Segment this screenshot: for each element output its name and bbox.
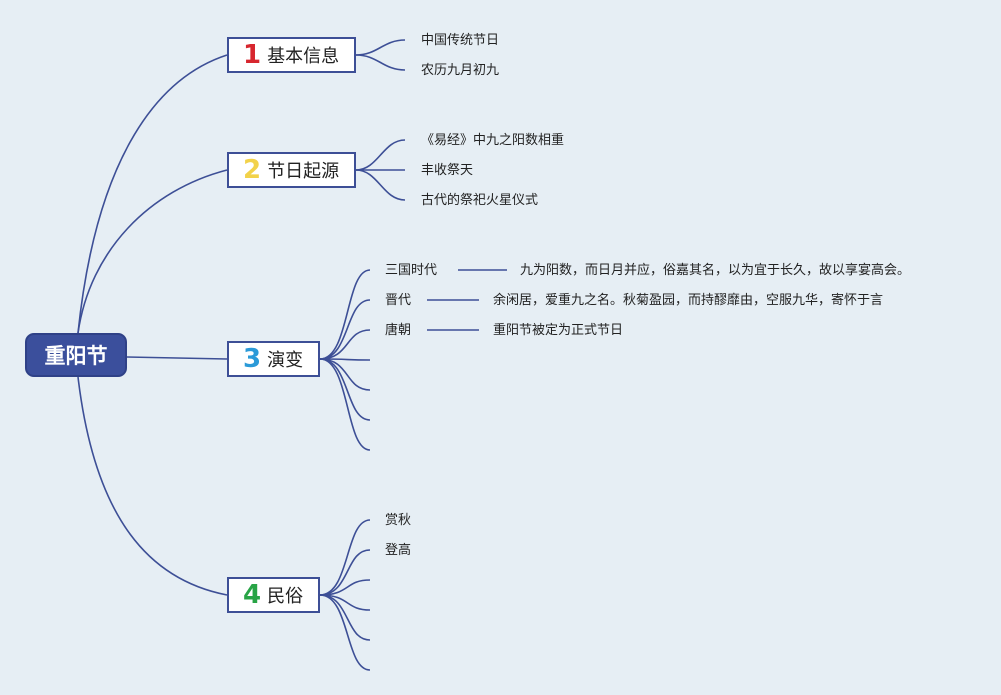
leaf-topic[interactable]: 赏秋 [385,513,412,528]
connector-root-branch-2 [77,169,228,334]
number-4-icon: 4 [243,580,262,610]
leaf-topic[interactable]: 登高 [385,543,412,558]
connector-root-branch-1 [77,54,228,334]
connector-leaf [319,594,371,671]
branch-customs[interactable]: 4 民俗 [227,577,320,613]
branch-label: 演变 [267,350,304,371]
connector-leaf [319,269,371,360]
branch-label: 节日起源 [267,161,340,182]
root-topic-label: 重阳节 [44,344,108,368]
leaf-topic[interactable]: 晋代 [385,293,412,308]
connector-leaf [319,519,371,596]
leaf-detail[interactable]: 重阳节被定为正式节日 [493,323,624,338]
branch-basic-info[interactable]: 1 基本信息 [227,37,356,73]
connector-leaf [355,139,406,171]
number-3-icon: 3 [243,344,262,374]
leaf-topic[interactable]: 古代的祭祀火星仪式 [421,193,539,208]
branch-label: 民俗 [267,586,304,607]
leaf-topic[interactable]: 三国时代 [385,263,438,278]
connector-leaf [319,329,371,360]
leaf-topic[interactable]: 中国传统节日 [421,33,500,48]
branch-evolution[interactable]: 3 演变 [227,341,320,377]
connector-root-branch-4 [77,376,228,596]
leaf-topic[interactable]: 唐朝 [385,323,412,338]
connector-leaf [319,549,371,596]
leaf-detail[interactable]: 九为阳数，而日月并应，俗嘉其名，以为宜于长久，故以享宴高会。 [520,263,911,278]
branch-origin[interactable]: 2 节日起源 [227,152,356,188]
connector-leaf [355,39,406,56]
root-topic[interactable]: 重阳节 [25,333,127,377]
leaf-topic[interactable]: 农历九月初九 [421,63,500,78]
number-1-icon: 1 [243,40,262,70]
connector-leaf [319,299,371,360]
leaf-topic[interactable]: 丰收祭天 [421,163,474,178]
leaf-topic[interactable]: 《易经》中九之阳数相重 [421,133,565,148]
connector-leaf [355,54,406,71]
branch-label: 基本信息 [267,46,340,67]
connector-root-branch-3 [126,356,228,360]
leaf-detail[interactable]: 余闲居，爱重九之名。秋菊盈园，而持醪靡由，空服九华，寄怀于言 [493,293,884,308]
connector-leaf [319,358,371,451]
number-2-icon: 2 [243,155,262,185]
connector-leaf [355,169,406,201]
